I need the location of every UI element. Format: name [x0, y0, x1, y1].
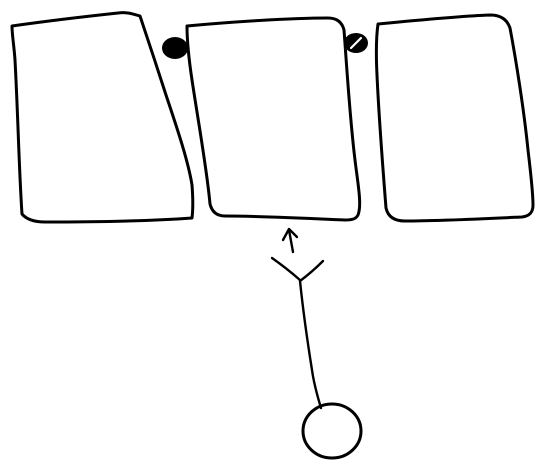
arrow-up-icon: [281, 227, 299, 254]
panel-right: [374, 13, 535, 223]
connector-dot-left: [162, 37, 188, 59]
panel-middle: [185, 16, 362, 222]
y-fork: [270, 256, 325, 283]
pointer-stem: [298, 279, 323, 410]
pointer-circle-head: [301, 402, 363, 460]
connector-dot-right: [344, 33, 368, 53]
panel-left: [10, 11, 195, 224]
